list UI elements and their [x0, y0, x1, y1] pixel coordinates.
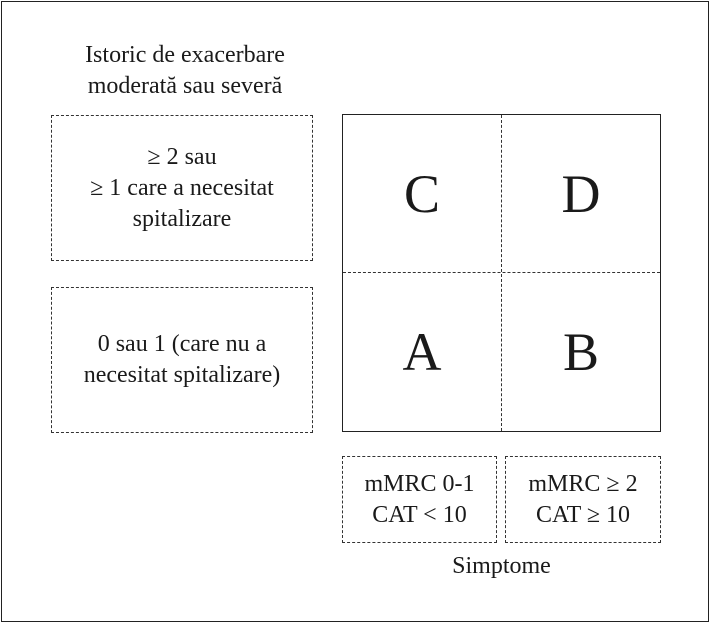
quadrant-c: C	[403, 163, 441, 224]
quadrant-b: B	[562, 321, 600, 382]
symptoms-high-box: mMRC ≥ 2 CAT ≥ 10	[505, 456, 661, 543]
quadrant-d: D	[561, 163, 601, 224]
grid-horizontal-divider	[343, 272, 660, 273]
exacerbation-low-box: 0 sau 1 (care nu a necesitat spitalizare…	[51, 287, 313, 433]
quadrant-grid: C D A B	[342, 114, 661, 432]
symptoms-low-box: mMRC 0-1 CAT < 10	[342, 456, 497, 543]
quadrant-a: A	[402, 321, 442, 382]
grid-vertical-divider	[501, 115, 502, 431]
symptoms-title: Simptome	[452, 553, 551, 579]
exacerbation-high-box: ≥ 2 sau ≥ 1 care a necesitat spitalizare	[51, 115, 313, 261]
exacerbation-history-title: Istoric de exacerbare moderată sau sever…	[85, 42, 285, 99]
